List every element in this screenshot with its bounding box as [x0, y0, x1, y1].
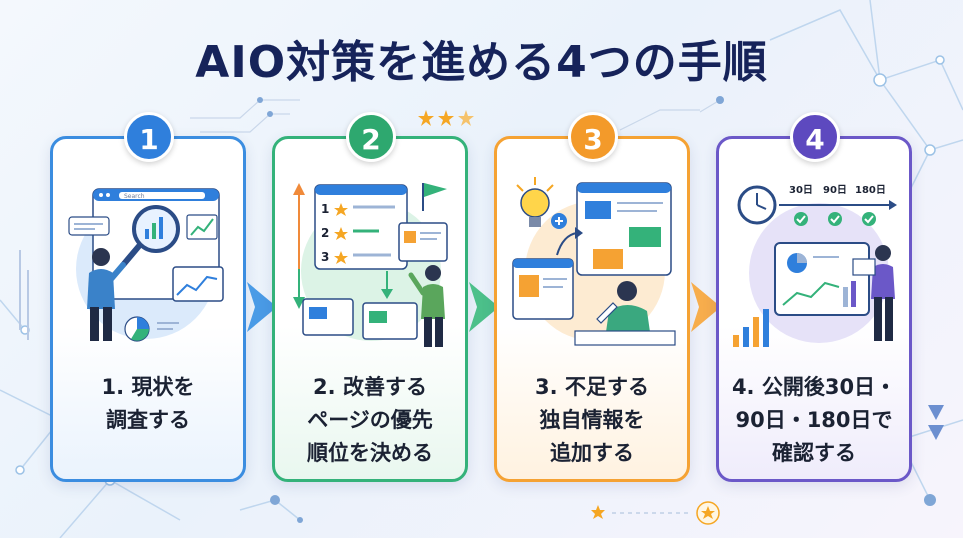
- arrow-right-icon: [247, 282, 277, 332]
- step-4-label-line-3: 確認する: [772, 441, 856, 465]
- arrow-right-icon: [691, 282, 721, 332]
- stars-decoration-icon: [418, 110, 474, 126]
- rank-1-text: 1: [321, 202, 329, 216]
- step-2-label-line-1: 2. 改善する: [313, 375, 427, 399]
- research-illustration: Search: [68, 188, 224, 342]
- rank-2-text: 2: [321, 226, 329, 240]
- step-3-label-line-3: 追加する: [550, 441, 634, 465]
- milestone-90-text: 90日: [823, 184, 847, 196]
- add-information-illustration: [512, 177, 676, 346]
- step-3-card: 3. 不足する 独自情報を 追加する: [494, 136, 690, 482]
- step-4-card: 30日 90日 180日 4. 公開後30日・ 90日・180日で 確認する: [716, 136, 912, 482]
- milestone-30-text: 30日: [789, 184, 813, 196]
- review-timeline-illustration: 30日 90日 180日: [733, 184, 897, 347]
- star-bottom-decoration-icon: [591, 501, 720, 525]
- arrow-right-icon: [469, 282, 499, 332]
- prioritize-illustration: 1 2 3: [293, 183, 448, 347]
- rank-3-text: 3: [321, 250, 329, 264]
- step-1-number-badge: 1: [124, 112, 174, 162]
- step-2-card: 1 2 3 2. 改善する ページの優先 順位を決める: [272, 136, 468, 482]
- step-3-number-badge: 3: [568, 112, 618, 162]
- step-3-label-line-1: 3. 不足する: [535, 375, 649, 399]
- step-2-label: 2. 改善する ページの優先 順位を決める: [281, 371, 459, 470]
- step-2-label-line-2: ページの優先: [307, 408, 433, 432]
- page-title: AIO対策を進める4つの手順: [195, 37, 768, 88]
- search-placeholder-text: Search: [124, 193, 145, 200]
- step-2-number-badge: 2: [346, 112, 396, 162]
- step-1-label-line-2: 調査する: [106, 408, 190, 432]
- step-3-label-line-2: 独自情報を: [539, 408, 645, 432]
- step-2-label-line-3: 順位を決める: [307, 441, 433, 465]
- milestone-180-text: 180日: [855, 184, 886, 196]
- step-4-label-line-1: 4. 公開後30日・: [731, 375, 897, 399]
- step-4-label: 4. 公開後30日・ 90日・180日で 確認する: [725, 371, 903, 470]
- step-4-label-line-2: 90日・180日で: [735, 408, 893, 432]
- step-1-label-line-1: 1. 現状を: [101, 375, 195, 399]
- step-3-label: 3. 不足する 独自情報を 追加する: [503, 371, 681, 470]
- step-4-number-badge: 4: [790, 112, 840, 162]
- step-1-label: 1. 現状を 調査する: [59, 371, 237, 437]
- step-1-card: Search 1. 現状を 調査する: [50, 136, 246, 482]
